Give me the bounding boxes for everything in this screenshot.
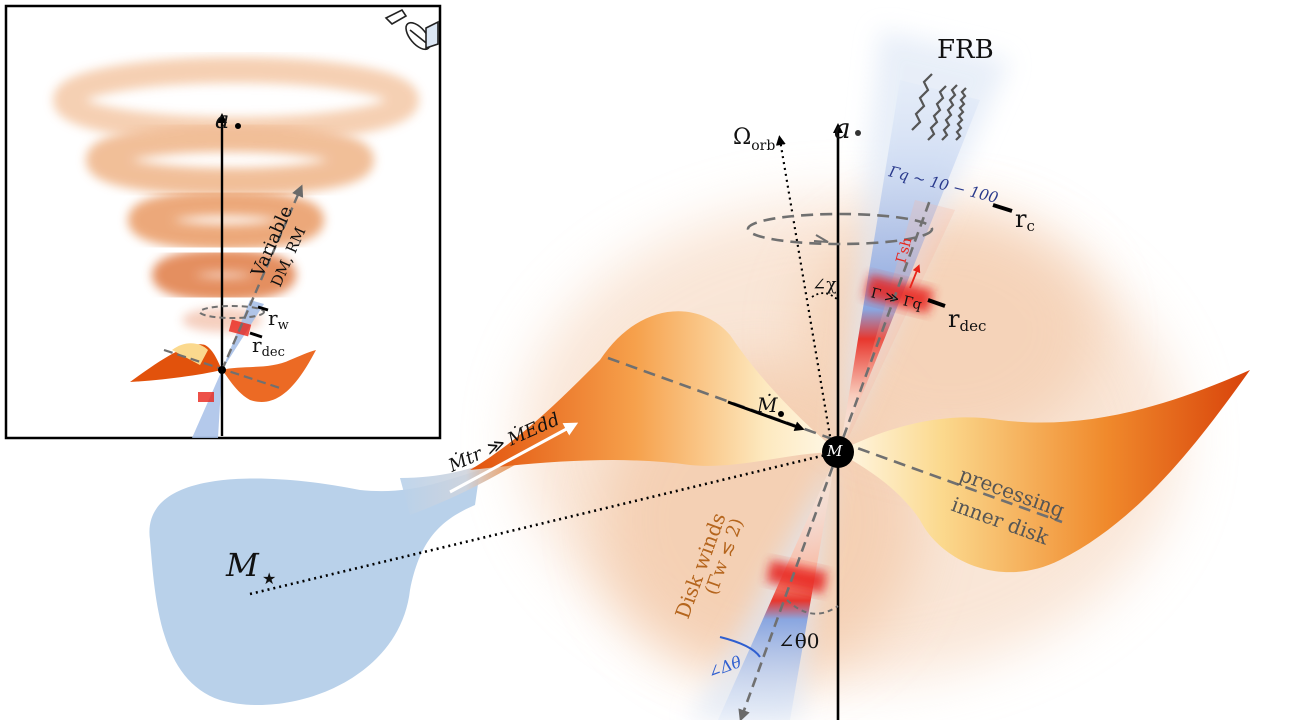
r-dec-tick [927, 298, 946, 308]
black-hole [822, 436, 854, 468]
inset-spin-dot-icon [235, 123, 241, 129]
binary-separation [249, 450, 839, 596]
bh-mass-label: M [826, 442, 843, 460]
gamma-sh-label: Γsh [893, 236, 915, 265]
upper-jet [838, 30, 1010, 450]
frb-label: FRB [937, 35, 994, 65]
r-c-tick [992, 203, 1013, 213]
disk-plane-line [607, 356, 1063, 524]
precession-ellipse [746, 212, 934, 246]
r-dec-label: rdec [948, 305, 986, 335]
frb-waves [911, 73, 967, 141]
inset-spin-label: a [215, 106, 229, 134]
mdot-tr-arrow [449, 422, 579, 494]
inset-r-dec-tick [249, 331, 263, 339]
inset-dm-rm-axis [220, 184, 304, 371]
m-star-subscript-icon: ★ [262, 569, 276, 588]
orbital-axis [775, 135, 834, 449]
angle-dtheta-arc [719, 636, 761, 658]
inset-r-w-tick [257, 305, 269, 312]
inset-panel: a Variable DM, RM rw rdec [4, 4, 442, 440]
angle-theta0-arc [786, 599, 839, 615]
omega-label: Ωorb [733, 125, 775, 154]
angle-chi-label: ∠χ [812, 275, 837, 295]
inset-black-hole [218, 366, 226, 374]
mdot-bh-arrow [727, 400, 805, 432]
m-star-label: M [225, 546, 260, 584]
telescope-icon [384, 8, 439, 51]
lower-jet [690, 455, 836, 720]
gamma-sh-arrow [909, 264, 921, 289]
mdot-bh-label: Ṁ [756, 393, 778, 417]
inset-precession-ellipse [199, 305, 265, 319]
spin-dot-icon [855, 130, 861, 136]
inset-r-dec-label: rdec [252, 333, 285, 360]
precession-axis-upper [836, 199, 932, 453]
wind-shock-region [766, 560, 828, 594]
spin-label: a [834, 112, 851, 145]
donor-star [149, 455, 520, 706]
precession-arrowhead [813, 234, 829, 243]
angle-theta0-label: ∠θ0 [778, 629, 820, 653]
angle-chi-arc [811, 292, 839, 301]
r-c-label: rc [1015, 205, 1035, 235]
shock-region [864, 274, 934, 314]
inset-r-w-label: rw [268, 306, 289, 333]
mdot-dot-icon [778, 411, 784, 417]
